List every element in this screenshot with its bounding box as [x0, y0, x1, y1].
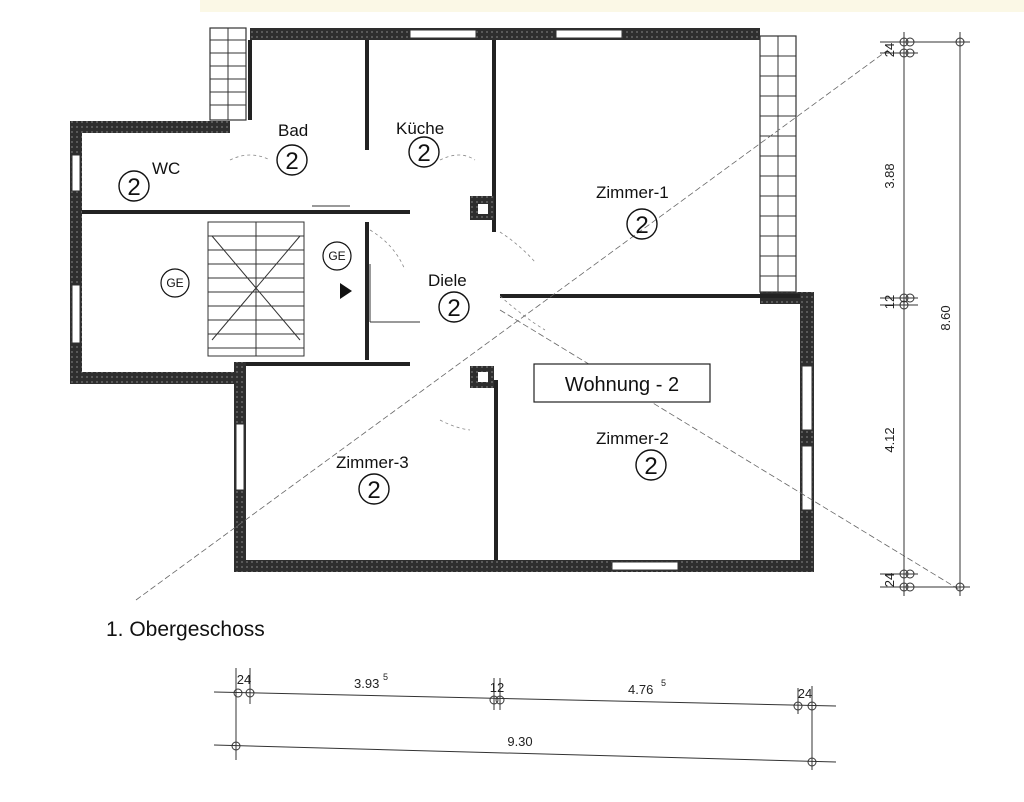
room-labels: WC Bad Küche Zimmer-1 Diele Zimmer-2 Zim… [152, 119, 669, 472]
right-dimension-lines [880, 32, 970, 596]
bottom-dimension-ticks [231, 688, 817, 767]
number-kueche: 2 [417, 140, 430, 167]
unit-label-box: Wohnung - 2 [533, 363, 711, 403]
dim-bottom-right-span-sup: 5 [661, 678, 666, 688]
room-label-kueche: Küche [396, 119, 444, 138]
number-zimmer-2: 2 [644, 453, 657, 480]
dim-right-upper-span: 3.88 [882, 163, 897, 188]
ge-label-right: GE [328, 249, 345, 263]
hall-details [312, 205, 420, 323]
unit-label: Wohnung - 2 [565, 374, 679, 396]
dim-bottom-mid-wall: 12 [490, 680, 504, 695]
ge-markers: GE GE [160, 241, 352, 298]
arrow-marker [340, 283, 352, 299]
dim-right-top-wall: 24 [882, 43, 897, 57]
room-number-text: 2 2 2 2 2 2 2 [127, 140, 657, 504]
room-label-zimmer-3: Zimmer-3 [336, 453, 409, 472]
number-bad: 2 [285, 148, 298, 175]
number-zimmer-1: 2 [635, 212, 648, 239]
brick-stack-right [759, 35, 797, 293]
dim-bottom-left-span-sup: 5 [383, 672, 388, 682]
dim-bottom-right-wall: 24 [798, 686, 812, 701]
right-dimension-text: 24 3.88 12 4.12 24 8.60 [882, 43, 953, 587]
dim-bottom-left-wall: 24 [237, 672, 251, 687]
number-diele: 2 [447, 295, 460, 322]
construction-lines [135, 49, 961, 601]
dim-right-lower-span: 4.12 [882, 427, 897, 452]
windows [71, 29, 813, 571]
room-label-wc: WC [152, 159, 180, 178]
number-zimmer-3: 2 [367, 477, 380, 504]
chimneys [470, 196, 494, 388]
room-label-diele: Diele [428, 271, 467, 290]
dim-right-total: 8.60 [938, 305, 953, 330]
bottom-dimension-text: 24 3.93 5 12 4.76 5 24 9.30 [237, 672, 812, 749]
staircase [207, 221, 305, 357]
exterior-walls [70, 28, 814, 572]
dim-right-bottom-wall: 24 [882, 573, 897, 587]
door-swings [229, 154, 546, 431]
brick-stack-left [209, 27, 247, 121]
interior-walls [82, 40, 800, 560]
number-wc: 2 [127, 174, 140, 201]
scan-edge [200, 0, 1024, 12]
right-dimension-ticks [899, 37, 965, 592]
room-label-zimmer-1: Zimmer-1 [596, 183, 669, 202]
dim-right-mid-wall: 12 [882, 295, 897, 309]
dim-bottom-right-span: 4.76 [628, 682, 653, 697]
dim-bottom-left-span: 3.93 [354, 676, 379, 691]
ge-label-left: GE [166, 276, 183, 290]
dim-bottom-total: 9.30 [507, 734, 532, 749]
floor-title: 1. Obergeschoss [106, 618, 265, 641]
room-label-bad: Bad [278, 121, 308, 140]
bottom-dimension-lines [213, 668, 837, 770]
room-label-zimmer-2: Zimmer-2 [596, 429, 669, 448]
room-numbers [118, 136, 667, 505]
